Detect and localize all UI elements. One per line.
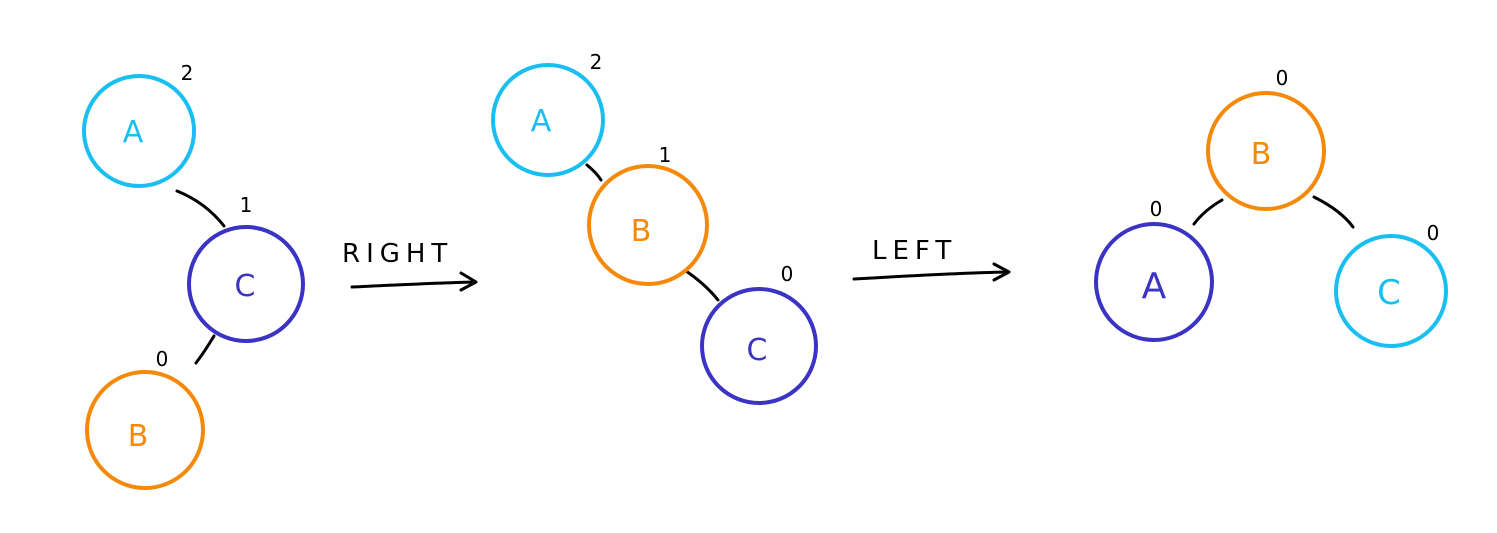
edge-a-c [175, 189, 226, 228]
node-c-label: C [235, 269, 256, 304]
node-c-balance-factor: 0 [1427, 221, 1440, 245]
left-rotation-arrow: LEFT [852, 236, 1011, 282]
right-rotation-arrow: RIGHT [342, 239, 478, 292]
node-a-label: A [531, 104, 552, 139]
node-b: B [1206, 91, 1326, 211]
node-c: C [700, 287, 818, 405]
node-b-balance-factor: 0 [1276, 66, 1289, 90]
node-a-label: A [1142, 266, 1167, 307]
node-c-balance-factor: 0 [781, 262, 794, 286]
node-a-label: A [123, 115, 144, 150]
node-b: B [85, 370, 205, 490]
stage-2-tree: A 2 B 1 C 0 [491, 50, 818, 405]
node-b-label: B [128, 419, 149, 454]
node-c-balance-factor: 1 [240, 193, 253, 217]
node-c: C [1334, 234, 1448, 348]
node-a: A [491, 63, 605, 177]
node-b-label: B [1251, 137, 1272, 172]
node-c-label: C [747, 333, 768, 368]
node-a: A [82, 74, 196, 188]
node-b-balance-factor: 1 [659, 143, 672, 167]
node-c-label: C [1377, 273, 1401, 313]
node-b-label: B [631, 214, 652, 249]
edge-a-b [585, 163, 603, 182]
stage-3-tree: B 0 A 0 C 0 [1094, 66, 1448, 348]
node-a: A [1094, 222, 1214, 342]
node-a-balance-factor: 0 [1150, 197, 1163, 221]
edge-b-c [684, 269, 720, 302]
edge-c-b [194, 334, 216, 365]
stage-1-tree: A 2 C 1 B 0 [82, 61, 305, 490]
edge-b-c [1312, 195, 1355, 229]
node-b-balance-factor: 0 [156, 347, 169, 371]
node-c: C [187, 225, 305, 343]
right-rotation-label: RIGHT [342, 239, 453, 269]
node-a-balance-factor: 2 [181, 61, 194, 85]
node-a-balance-factor: 2 [590, 50, 603, 74]
edge-b-a [1192, 198, 1224, 226]
node-b: B [587, 164, 709, 286]
left-rotation-label: LEFT [872, 236, 957, 266]
